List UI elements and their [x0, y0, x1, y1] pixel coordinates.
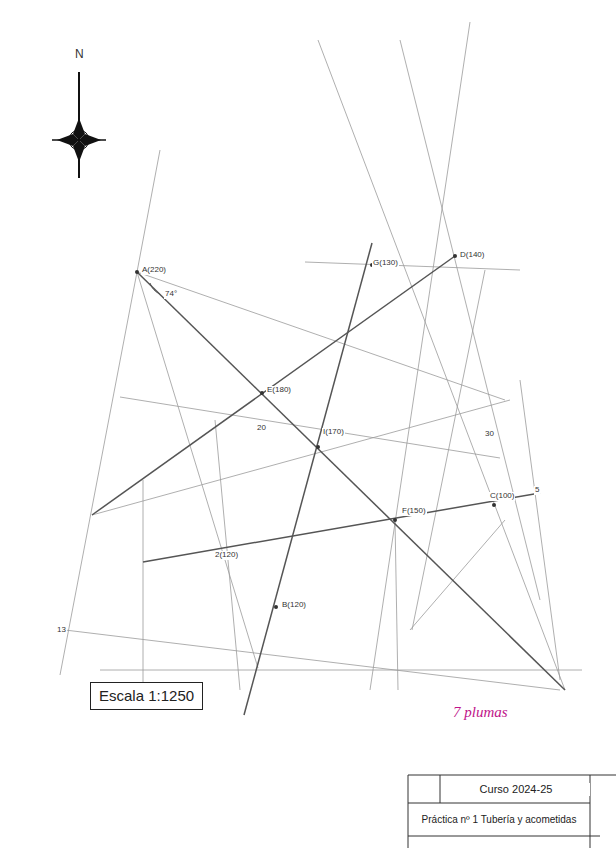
node-text: Curso 2024-25	[442, 783, 590, 796]
point-label: I(170)	[322, 428, 345, 437]
point-label: 2(120)	[214, 551, 239, 560]
node-text: Escala 1:1250	[99, 687, 194, 705]
point-label: C(100)	[489, 492, 515, 501]
point-label: E(180)	[266, 386, 292, 395]
pipe-lines	[92, 243, 565, 715]
angle-label: 74°	[164, 290, 178, 299]
north-label: N	[74, 48, 85, 61]
dimension-label: 13	[56, 626, 67, 635]
title-cell: Curso 2024-25	[442, 783, 590, 796]
title-block	[408, 775, 616, 848]
compass-rose	[52, 72, 106, 178]
point-label: B(120)	[281, 601, 307, 610]
node-text: Práctica nº 1 Tubería y acometidas	[410, 814, 588, 826]
scale-box: Escala 1:1250	[90, 682, 203, 710]
dimension-label: 20	[256, 424, 267, 433]
handwritten-note: 7 plumas	[452, 704, 509, 721]
angle-arc	[150, 283, 160, 294]
point-label: F(150)	[401, 507, 427, 516]
point-label: G(130)	[372, 259, 399, 268]
construction-lines	[60, 22, 582, 690]
title-cell: Práctica nº 1 Tubería y acometidas	[410, 814, 588, 826]
point-label: A(220)	[141, 266, 167, 275]
dimension-label: 30	[484, 430, 495, 439]
point-label: D(140)	[459, 251, 485, 260]
points	[135, 254, 496, 609]
dimension-label: 5	[534, 486, 540, 495]
